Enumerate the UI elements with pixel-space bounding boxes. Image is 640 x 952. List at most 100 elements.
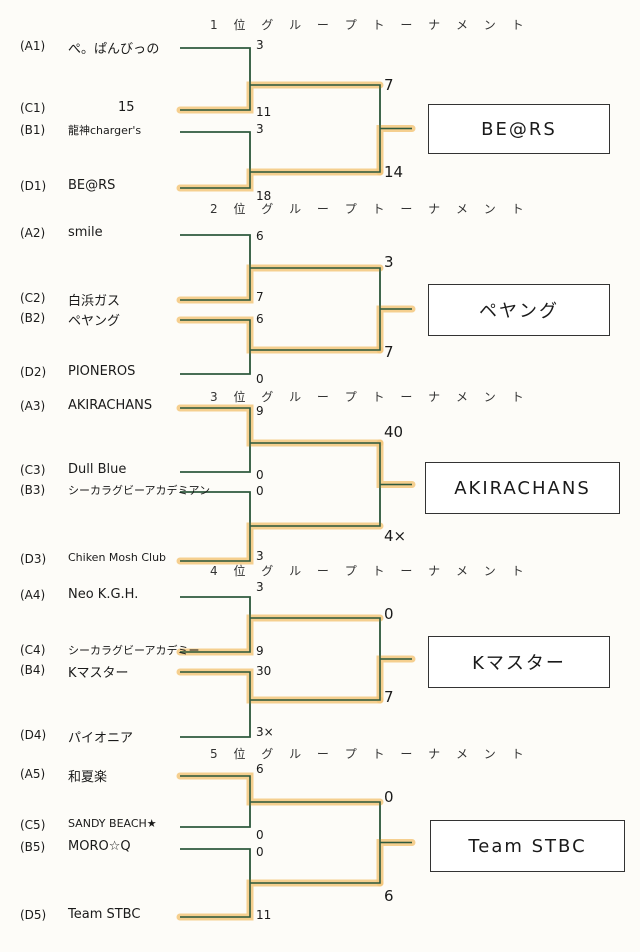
bracket-final bbox=[250, 84, 381, 173]
bracket-bottom-pair-overlay bbox=[180, 848, 251, 918]
team-slot: (D3) bbox=[20, 552, 47, 566]
team-name: ぺ。ぱんびっの bbox=[68, 42, 160, 57]
team-name: ペヤング bbox=[68, 314, 121, 329]
bracket-final-overlay bbox=[250, 267, 381, 351]
winning-path-top bbox=[176, 81, 384, 114]
bracket-bottom-pair-overlay bbox=[180, 671, 251, 738]
bracket-top-pair bbox=[180, 775, 251, 828]
team-name: 龍神charger's bbox=[68, 124, 142, 137]
first-round-score: 0 bbox=[256, 484, 264, 498]
final-score-top: 0 bbox=[384, 788, 394, 806]
final-score-bottom: 4× bbox=[384, 527, 407, 545]
final-score-top: 7 bbox=[384, 76, 394, 94]
winning-path-bottom bbox=[176, 668, 384, 704]
first-round-score: 30 bbox=[256, 664, 272, 678]
team-name: Team STBC bbox=[68, 907, 141, 922]
team-name: 白浜ガス bbox=[68, 294, 121, 309]
first-round-score: 0 bbox=[256, 845, 264, 859]
bracket-bottom-pair bbox=[180, 319, 251, 375]
winner-box: Kマスター bbox=[428, 636, 610, 688]
bracket-bottom-pair bbox=[180, 671, 251, 738]
bracket-bottom-pair bbox=[180, 491, 251, 562]
winning-path-top bbox=[176, 614, 384, 656]
bracket-bottom-pair-overlay bbox=[180, 131, 251, 189]
team-slot: (B4) bbox=[20, 663, 46, 677]
winning-path-bottom bbox=[176, 879, 384, 921]
bracket-top-pair bbox=[180, 47, 251, 111]
team-name: Kマスター bbox=[68, 666, 129, 681]
group-title: 3 位 グ ル ー プ ト ー ナ メ ン ト bbox=[210, 390, 530, 404]
team-name: MORO☆Q bbox=[68, 839, 131, 854]
first-round-score: 0 bbox=[256, 828, 264, 842]
team-name: シーカラグビーアカデミー bbox=[68, 644, 200, 657]
first-round-score: 3 bbox=[256, 122, 264, 136]
first-round-score: 9 bbox=[256, 644, 264, 658]
team-name: AKIRACHANS bbox=[68, 398, 153, 413]
bracket-final-overlay bbox=[250, 801, 381, 884]
team-slot: (C3) bbox=[20, 463, 46, 477]
team-name: シーカラグビーアカデミアン bbox=[68, 484, 211, 497]
bracket-bottom-pair-overlay bbox=[180, 491, 251, 562]
bracket-bottom-pair bbox=[180, 131, 251, 189]
bracket-top-pair-overlay bbox=[180, 234, 251, 301]
first-round-score: 3 bbox=[256, 38, 264, 52]
team-slot: (D5) bbox=[20, 908, 47, 922]
winning-path-final bbox=[376, 439, 416, 488]
first-round-score: 18 bbox=[256, 189, 272, 203]
team-slot: (C1) bbox=[20, 101, 46, 115]
team-name: Dull Blue bbox=[68, 462, 127, 477]
bracket-top-pair-overlay bbox=[180, 407, 251, 473]
first-round-score: 0 bbox=[256, 372, 264, 386]
team-name: SANDY BEACH★ bbox=[68, 817, 157, 830]
team-name: パイオニア bbox=[68, 731, 134, 746]
winning-path-top bbox=[176, 772, 384, 806]
bracket-bottom-pair-overlay bbox=[180, 319, 251, 375]
final-score-bottom: 14 bbox=[384, 163, 404, 181]
team-name: 15 bbox=[118, 100, 135, 115]
team-slot: (B3) bbox=[20, 483, 46, 497]
winner-box: AKIRACHANS bbox=[425, 462, 620, 514]
first-round-score: 3 bbox=[256, 549, 264, 563]
group-title: 5 位 グ ル ー プ ト ー ナ メ ン ト bbox=[210, 747, 530, 761]
winning-path-top bbox=[176, 404, 384, 447]
first-round-score: 6 bbox=[256, 229, 264, 243]
team-name: Chiken Mosh Club bbox=[68, 551, 167, 564]
first-round-score: 3× bbox=[256, 725, 274, 739]
first-round-score: 3 bbox=[256, 580, 264, 594]
team-slot: (D2) bbox=[20, 365, 47, 379]
bracket-top-pair bbox=[180, 234, 251, 301]
first-round-score: 11 bbox=[256, 105, 272, 119]
team-slot: (B1) bbox=[20, 123, 46, 137]
final-score-bottom: 7 bbox=[384, 343, 394, 361]
bracket-top-pair-overlay bbox=[180, 47, 251, 111]
final-score-top: 40 bbox=[384, 423, 404, 441]
winner-box: ペヤング bbox=[428, 284, 610, 336]
team-slot: (A4) bbox=[20, 588, 46, 602]
team-name: PIONEROS bbox=[68, 364, 136, 379]
bracket-final-overlay bbox=[250, 442, 381, 527]
final-score-top: 3 bbox=[384, 253, 394, 271]
group-title: 4 位 グ ル ー プ ト ー ナ メ ン ト bbox=[210, 564, 530, 578]
first-round-score: 11 bbox=[256, 908, 272, 922]
bracket-top-pair-overlay bbox=[180, 775, 251, 828]
team-slot: (A5) bbox=[20, 767, 46, 781]
team-slot: (B5) bbox=[20, 840, 46, 854]
bracket-top-pair-overlay bbox=[180, 596, 251, 653]
group-title: 1 位 グ ル ー プ ト ー ナ メ ン ト bbox=[210, 18, 530, 32]
first-round-score: 9 bbox=[256, 404, 264, 418]
final-score-top: 0 bbox=[384, 605, 394, 623]
team-slot: (A2) bbox=[20, 226, 46, 240]
team-name: Neo K.G.H. bbox=[68, 587, 139, 602]
bracket-final bbox=[250, 801, 381, 884]
final-score-bottom: 6 bbox=[384, 887, 394, 905]
team-slot: (B2) bbox=[20, 311, 46, 325]
winning-path-top bbox=[176, 264, 384, 304]
team-slot: (C5) bbox=[20, 818, 46, 832]
team-slot: (C2) bbox=[20, 291, 46, 305]
bracket-bottom-pair bbox=[180, 848, 251, 918]
bracket-final bbox=[250, 442, 381, 527]
winning-path-bottom bbox=[176, 168, 384, 192]
team-slot: (D1) bbox=[20, 179, 47, 193]
